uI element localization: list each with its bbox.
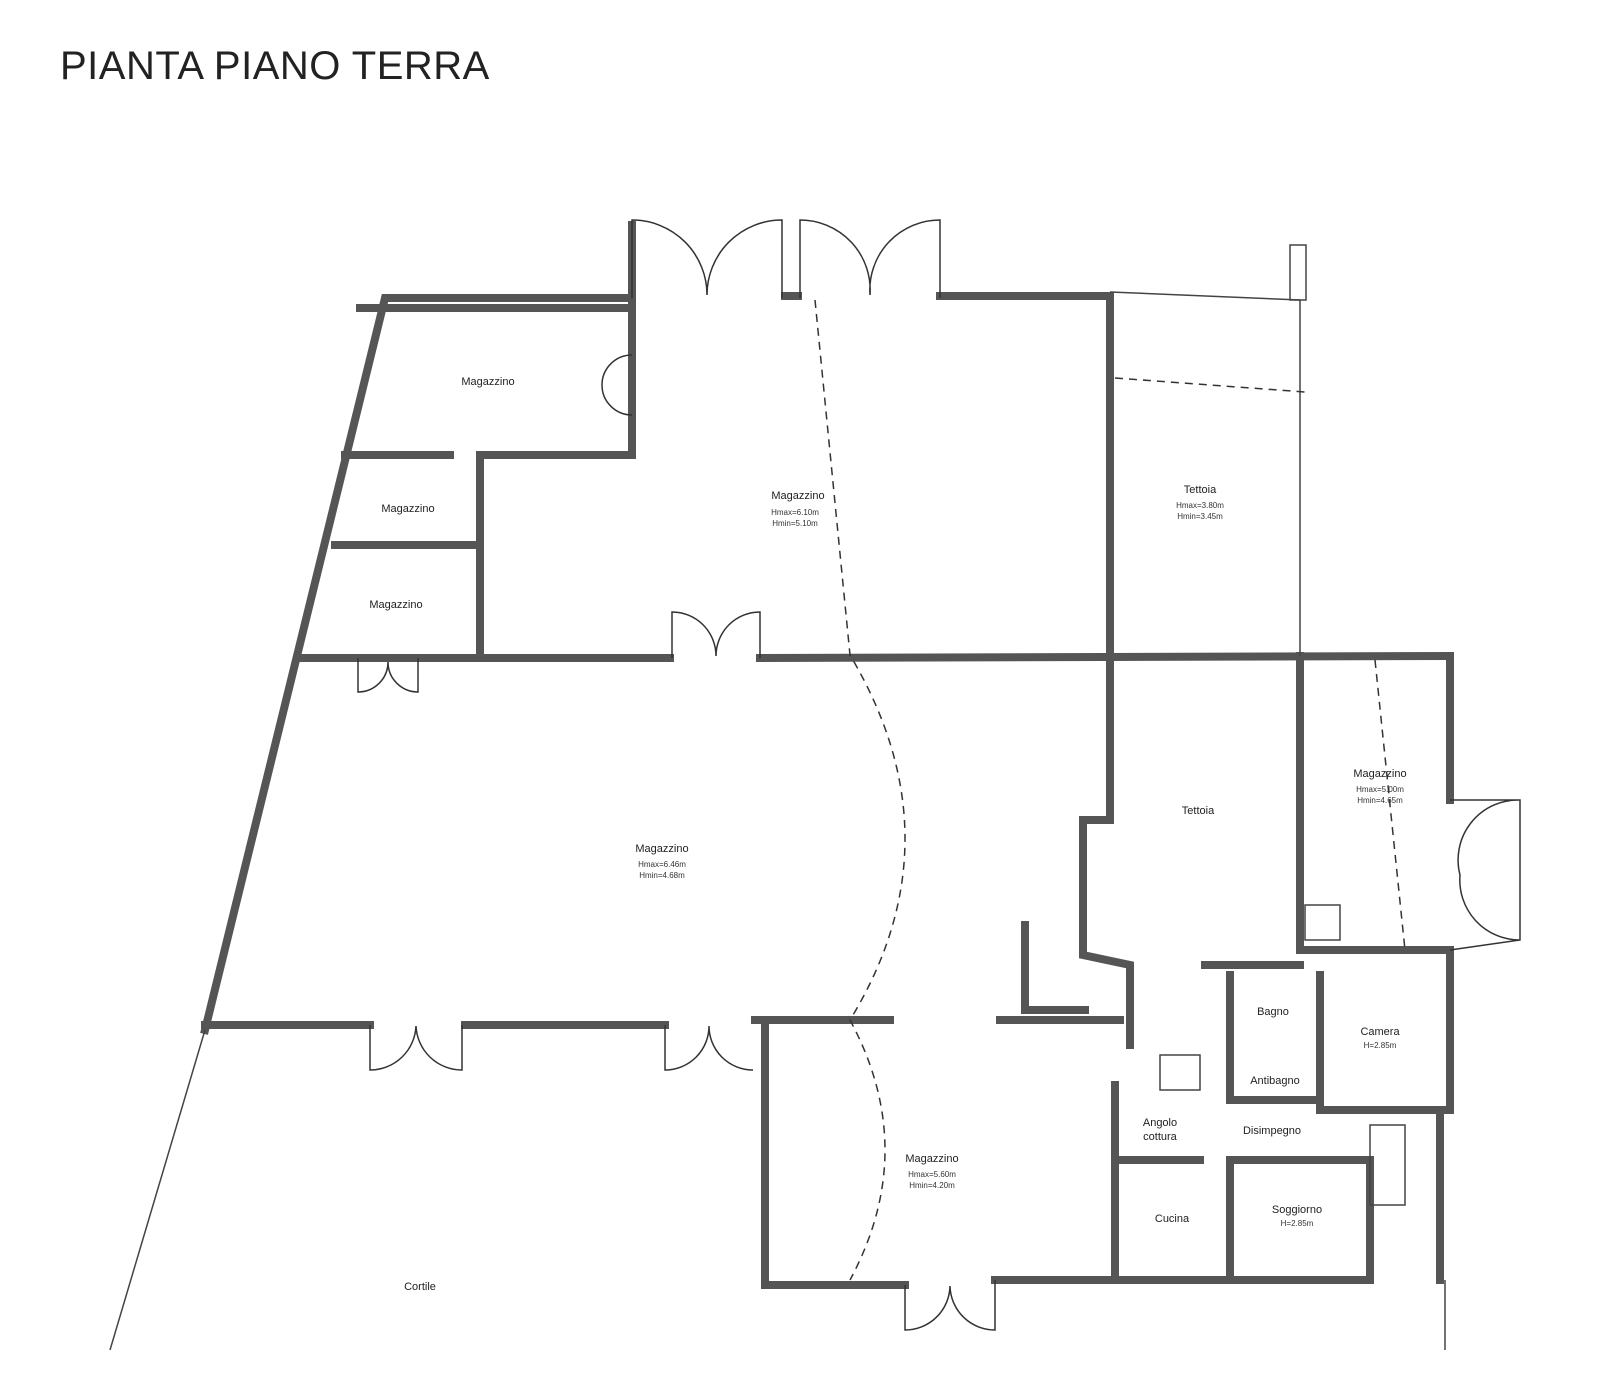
- room-height-max: Hmax=6.46m: [638, 860, 686, 869]
- room-height-min: Hmin=4.65m: [1357, 796, 1403, 805]
- room-magazzino-top-left: Magazzino: [461, 376, 514, 388]
- room-height-min: Hmin=4.68m: [639, 871, 685, 880]
- room-antibagno: Antibagno: [1250, 1075, 1300, 1087]
- room-cucina: Cucina: [1155, 1213, 1190, 1225]
- room-height-max: Hmax=3.80m: [1176, 501, 1224, 510]
- room-magazzino-south: Magazzino: [905, 1153, 958, 1165]
- room-soggiorno: Soggiorno: [1272, 1204, 1322, 1216]
- room-camera: Camera: [1360, 1026, 1400, 1038]
- page-title: PIANTA PIANO TERRA: [60, 44, 490, 88]
- room-magazzino-small-2: Magazzino: [369, 599, 422, 611]
- room-magazzino-east: Magazzino: [1353, 768, 1406, 780]
- room-height: H=2.85m: [1364, 1041, 1397, 1050]
- room-tettoia-north: Tettoia: [1184, 484, 1217, 496]
- room-magazzino-small-1: Magazzino: [381, 503, 434, 515]
- room-height-max: Hmax=6.10m: [771, 508, 819, 517]
- room-disimpegno: Disimpegno: [1243, 1125, 1301, 1137]
- walls: [200, 221, 1455, 1289]
- room-labels: Magazzino Magazzino Magazzino Magazzino …: [369, 376, 1406, 1293]
- room-height-max: Hmax=5.00m: [1356, 785, 1404, 794]
- thin-lines: [109, 244, 1446, 1351]
- room-magazzino-north: Magazzino: [771, 490, 824, 502]
- room-height: H=2.85m: [1281, 1219, 1314, 1228]
- room-angolo-cottura-2: cottura: [1143, 1131, 1178, 1143]
- room-height-min: Hmin=3.45m: [1177, 512, 1223, 521]
- room-angolo-cottura-1: Angolo: [1143, 1117, 1177, 1129]
- room-height-min: Hmin=5.10m: [772, 519, 818, 528]
- room-magazzino-central: Magazzino: [635, 843, 688, 855]
- room-tettoia-middle: Tettoia: [1182, 805, 1215, 817]
- room-height-max: Hmax=5.60m: [908, 1170, 956, 1179]
- room-height-min: Hmin=4.20m: [909, 1181, 955, 1190]
- dashed-lines: [814, 299, 1406, 1281]
- room-cortile: Cortile: [404, 1281, 436, 1293]
- doors: [357, 219, 1521, 1331]
- room-bagno: Bagno: [1257, 1006, 1289, 1018]
